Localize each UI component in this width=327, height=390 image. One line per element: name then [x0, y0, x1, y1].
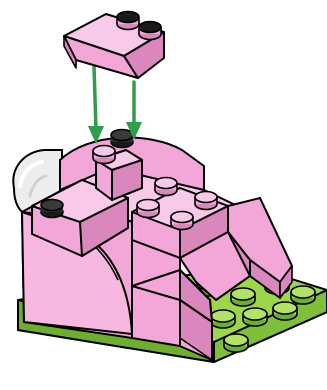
slope-brick-2x2: [64, 12, 164, 79]
stud: [117, 12, 139, 30]
stud: [137, 200, 159, 218]
stud: [231, 288, 255, 306]
stud: [243, 308, 267, 326]
stud: [211, 310, 235, 328]
stud: [291, 286, 315, 304]
stud: [224, 334, 248, 352]
stud: [139, 22, 161, 40]
stud: [273, 302, 297, 320]
placement-arrow-left: [88, 66, 104, 144]
stud: [195, 192, 217, 210]
stud: [111, 130, 133, 148]
stud: [155, 178, 177, 196]
stud: [171, 212, 193, 230]
stud: [93, 146, 115, 164]
stud: [41, 200, 63, 218]
